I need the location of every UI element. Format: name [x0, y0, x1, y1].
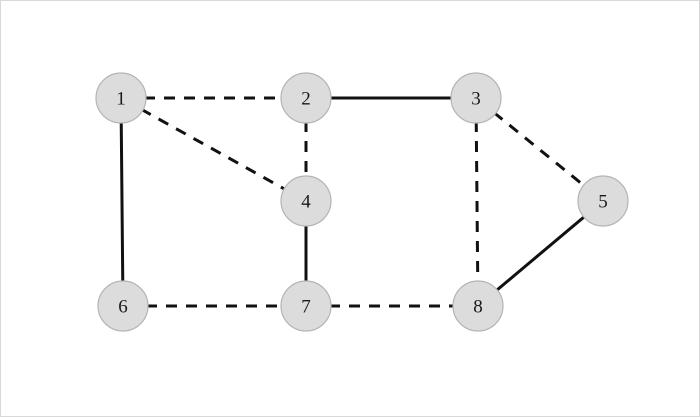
node-label-8: 8	[473, 297, 483, 318]
graph-edge-3-8	[474, 120, 480, 284]
graph-edge-5-8	[494, 214, 587, 293]
graph-node-8[interactable]: 8	[452, 280, 504, 332]
graph-edge-3-5	[492, 111, 587, 188]
graph-edge-1-4	[140, 107, 287, 192]
graph-node-1[interactable]: 1	[95, 72, 147, 124]
node-circle-7[interactable]	[280, 280, 332, 332]
graph-node-3[interactable]: 3	[450, 72, 502, 124]
graph-node-4[interactable]: 4	[280, 175, 332, 227]
node-circle-2[interactable]	[280, 72, 332, 124]
graph-node-7[interactable]: 7	[280, 280, 332, 332]
node-label-6: 6	[118, 297, 128, 318]
node-label-2: 2	[301, 89, 311, 110]
graph-node-5[interactable]: 5	[577, 175, 629, 227]
node-label-4: 4	[301, 192, 311, 213]
node-circle-1[interactable]	[95, 72, 147, 124]
graph-node-6[interactable]: 6	[97, 280, 149, 332]
node-circle-3[interactable]	[450, 72, 502, 124]
node-circle-4[interactable]	[280, 175, 332, 227]
node-circle-5[interactable]	[577, 175, 629, 227]
node-layer: 1 2 3 4 5 6 7 8	[95, 72, 629, 332]
node-circle-8[interactable]	[452, 280, 504, 332]
node-circle-6[interactable]	[97, 280, 149, 332]
edge-layer	[119, 96, 587, 308]
node-label-1: 1	[116, 89, 126, 110]
graph-node-2[interactable]: 2	[280, 72, 332, 124]
graph-edge-1-6	[119, 120, 125, 284]
node-label-7: 7	[301, 297, 311, 318]
node-label-3: 3	[471, 89, 481, 110]
node-label-5: 5	[598, 192, 608, 213]
